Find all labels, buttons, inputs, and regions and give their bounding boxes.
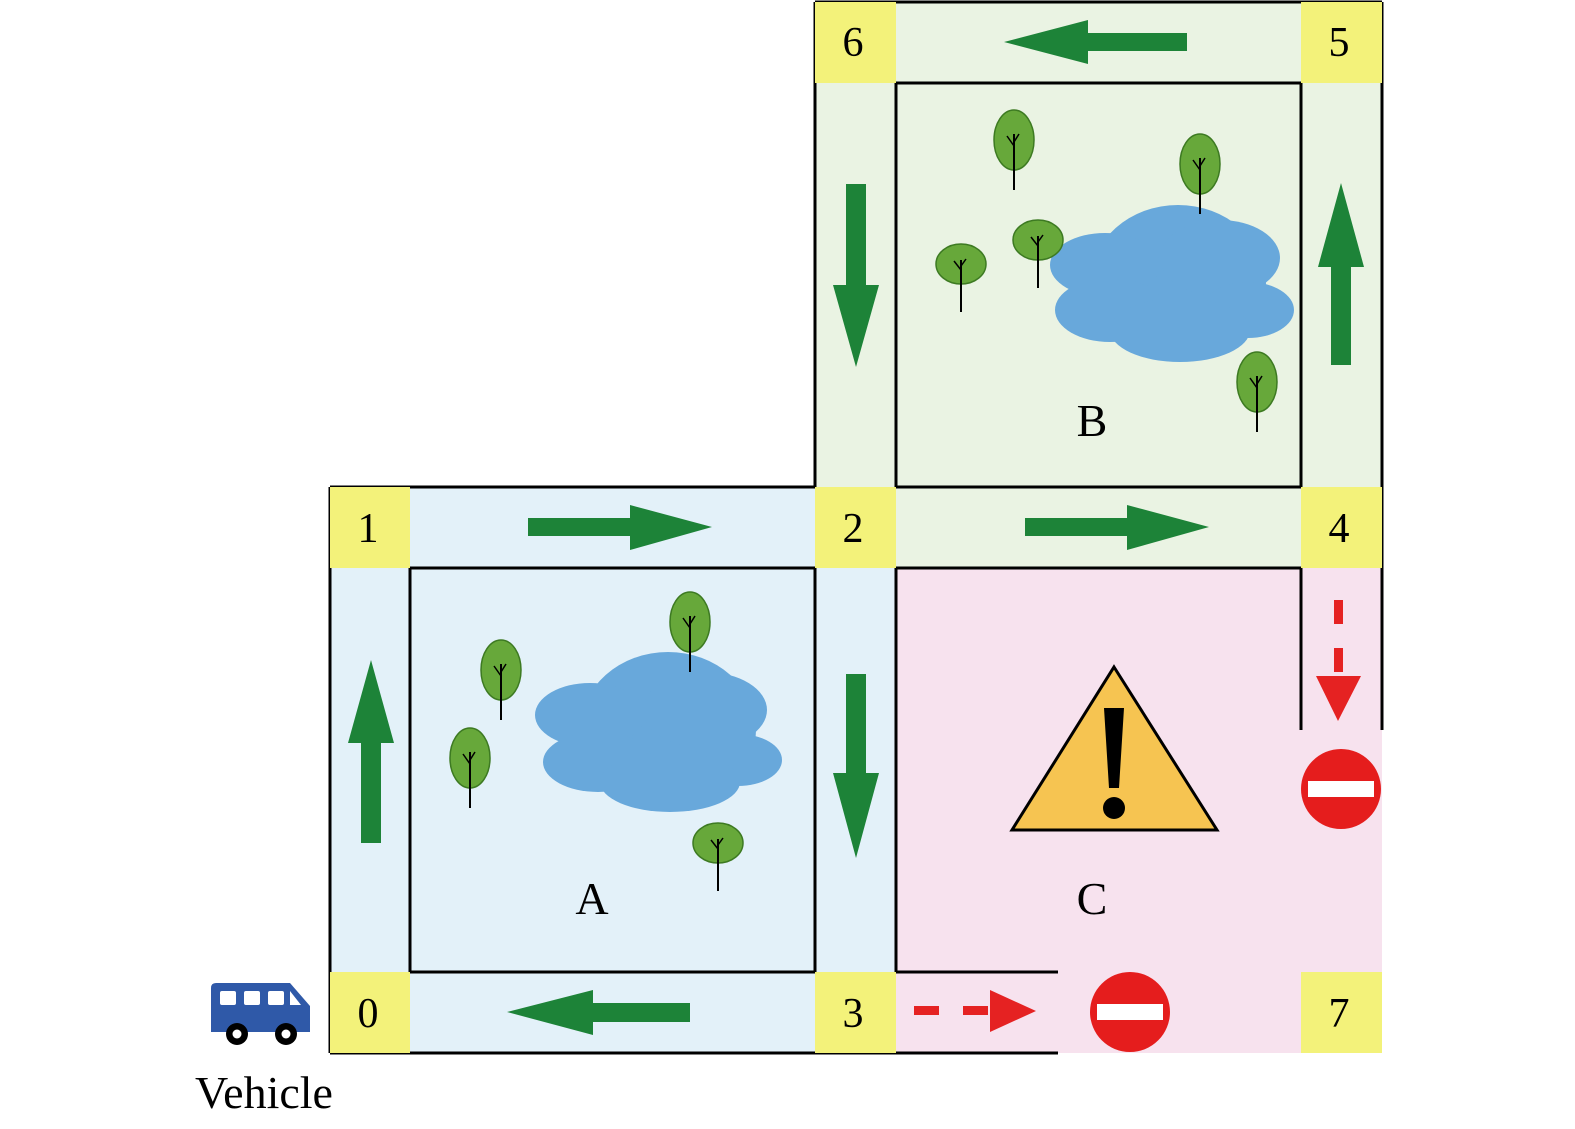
arrow-right-1-2: [528, 505, 712, 550]
lake-icon: [1050, 205, 1294, 362]
node-2-label: 2: [843, 506, 864, 552]
arrow-down-6-2: [833, 184, 879, 367]
vehicle-label: Vehicle: [195, 1067, 333, 1118]
arrow-down-2-3: [833, 674, 879, 858]
no-entry-icon: [1301, 749, 1381, 829]
arrow-left-3-0: [507, 990, 690, 1035]
node-7-label: 7: [1329, 991, 1350, 1037]
warning-icon: [1009, 664, 1220, 832]
node-6: 6: [815, 2, 896, 83]
node-4-label: 4: [1329, 506, 1350, 552]
lake-icon: [535, 652, 782, 812]
node-4: 4: [1301, 487, 1382, 568]
no-entry-icon: [1090, 972, 1170, 1052]
blocked-route-3-7: [914, 990, 1036, 1032]
node-0-label: 0: [358, 991, 379, 1037]
area-label-b: B: [1077, 395, 1108, 446]
node-7: 7: [1301, 972, 1382, 1053]
arrow-left-5-6: [1004, 20, 1187, 64]
node-1-label: 1: [358, 506, 379, 552]
node-3-label: 3: [843, 991, 864, 1037]
node-6-label: 6: [843, 20, 864, 66]
node-5-label: 5: [1329, 20, 1350, 66]
node-0: 0: [330, 972, 410, 1053]
route-arrows: [348, 20, 1364, 1035]
arrow-up-0-1: [348, 660, 394, 843]
arrow-right-2-4: [1025, 505, 1209, 550]
blocked-route-4-7: [1316, 600, 1361, 721]
road-borders: [328, 0, 1384, 1055]
bus-icon: [211, 983, 310, 1045]
node-1: 1: [330, 487, 410, 568]
arrow-up-4-5: [1318, 183, 1364, 365]
node-3: 3: [815, 972, 896, 1053]
node-5: 5: [1301, 2, 1382, 83]
area-label-a: A: [575, 873, 608, 924]
area-label-c: C: [1077, 873, 1108, 924]
node-2: 2: [815, 487, 896, 568]
